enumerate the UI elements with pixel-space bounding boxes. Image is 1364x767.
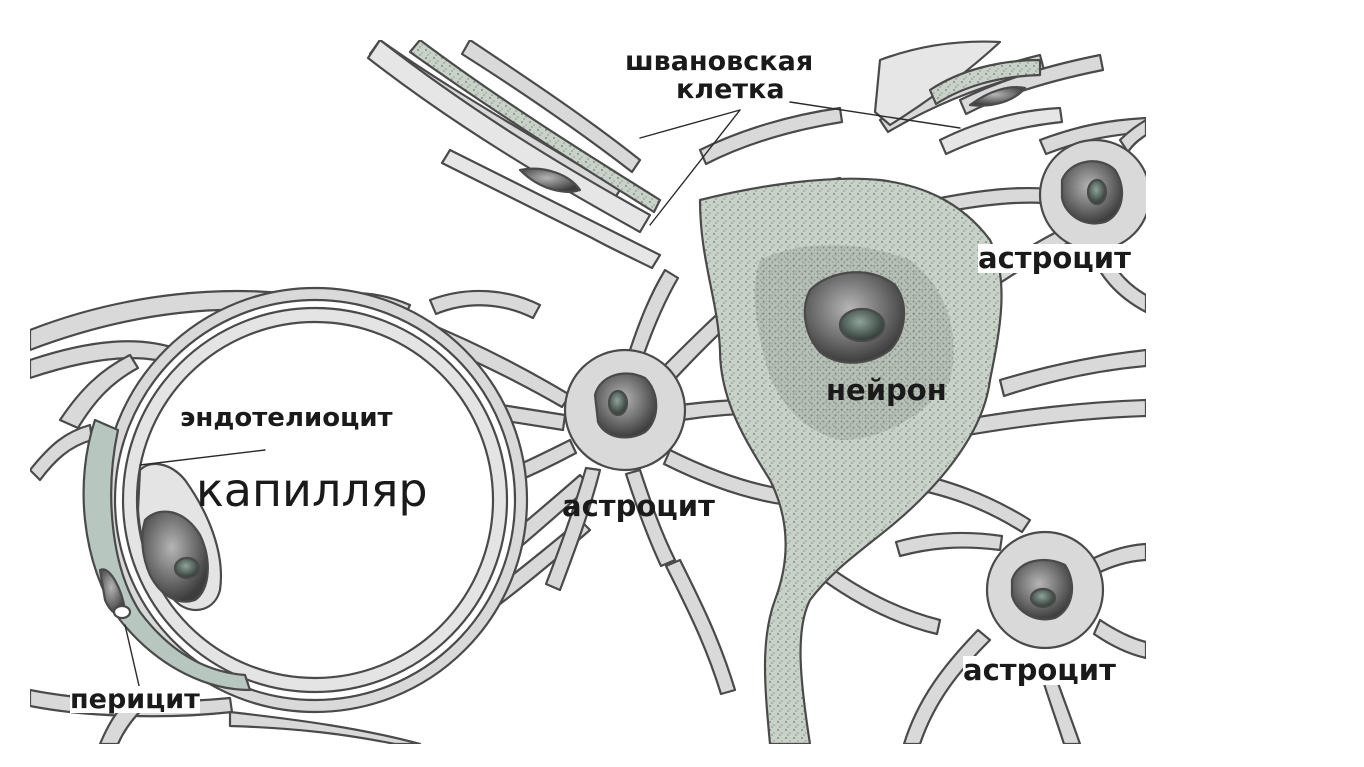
capillary-label: капилляр: [196, 463, 428, 517]
capillary: [82, 286, 529, 714]
pericyte-label: перицит: [70, 684, 200, 715]
astrocyte-center: [563, 348, 687, 472]
astrocyte-right-bottom: [985, 530, 1105, 650]
astrocyte-center-label: астроцит: [562, 489, 715, 523]
neuron-body: [698, 177, 1003, 744]
endotheliocyte-label: эндотелиоцит: [180, 403, 393, 433]
astrocyte-right-top: [1038, 138, 1146, 252]
astrocyte-right-bottom-label: астроцит: [963, 653, 1116, 687]
schwann-cell-label-line2: клетка: [676, 74, 785, 105]
neuron-label: нейрон: [826, 373, 947, 407]
schwann-cell-label-line1: шванoвская: [625, 46, 814, 77]
astrocyte-right-top-label: астроцит: [978, 241, 1131, 275]
leader-lines: [124, 101, 961, 691]
schwann-bands: [366, 40, 1064, 270]
